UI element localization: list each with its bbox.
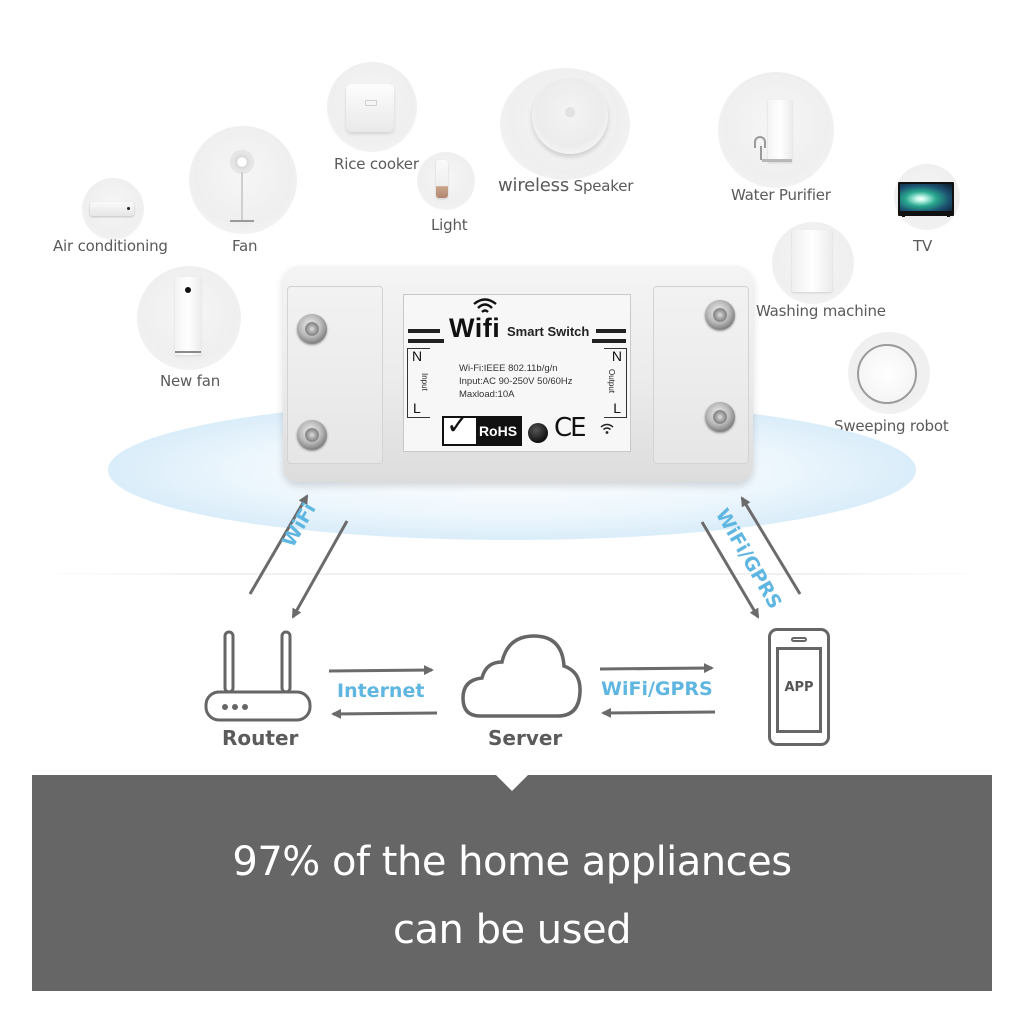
link-label-router-server: Internet	[337, 680, 425, 702]
screw-bottom-right	[705, 402, 735, 432]
tv-icon	[898, 182, 954, 217]
rice-cooker-icon	[346, 84, 394, 132]
rohs-badge: ✓ RoHS	[442, 408, 522, 446]
wifi-logo-icon	[473, 298, 497, 313]
input-terminal-box	[407, 348, 430, 418]
appliance-label-water-purifier: Water Purifier	[731, 186, 831, 204]
smartphone-icon: APP	[768, 628, 830, 746]
spec-input: Input:AC 90-250V 50/60Hz	[459, 376, 573, 387]
output-terminal-l: L	[613, 400, 621, 416]
cloud-server-icon	[461, 634, 582, 718]
phone-screen: APP	[776, 647, 822, 733]
appliance-label-tv: TV	[913, 237, 933, 255]
appliance-label-rice-cooker: Rice cooker	[334, 155, 419, 173]
output-terminal-box	[604, 348, 627, 418]
banner-pointer-notch	[496, 775, 528, 791]
appliance-label-wireless-speaker: wireless Speaker	[498, 175, 633, 196]
device-model: Smart Switch	[507, 324, 590, 339]
wifi-status-icon	[600, 423, 614, 434]
connection-arrows	[248, 494, 802, 719]
new-fan-icon	[175, 277, 201, 355]
floor-divider	[30, 573, 994, 575]
speaker-label-suffix: Speaker	[573, 177, 634, 195]
phone-speaker-slot	[791, 637, 807, 642]
device-brand: Wifi	[449, 313, 501, 343]
appliance-label-air-conditioning: Air conditioning	[53, 237, 168, 255]
speaker-icon	[532, 78, 608, 154]
node-label-server: Server	[488, 726, 563, 750]
banner-line-1: 97% of the home appliances	[232, 839, 792, 885]
appliance-label-sweeping-robot: Sweeping robot	[834, 417, 949, 435]
fan-bubble	[189, 126, 297, 234]
device-reset-button[interactable]	[528, 423, 548, 443]
summary-banner: 97% of the home appliances can be used	[32, 775, 992, 991]
router-icon	[204, 630, 312, 722]
appliance-label-fan: Fan	[232, 237, 258, 255]
speaker-label-prefix: wireless	[498, 175, 570, 196]
smart-switch-device: Wifi Smart Switch N Input L N Output L W…	[283, 266, 753, 482]
light-icon	[436, 160, 448, 198]
fan-icon	[230, 150, 254, 224]
banner-line-2: can be used	[393, 907, 631, 953]
device-label-panel: Wifi Smart Switch N Input L N Output L W…	[403, 294, 631, 452]
screw-bottom-left	[297, 420, 327, 450]
screw-top-right	[705, 300, 735, 330]
washing-machine-icon	[792, 230, 832, 292]
sweeping-robot-icon	[857, 344, 917, 404]
link-label-server-app: WiFi/GPRS	[601, 678, 713, 700]
input-terminal-l: L	[413, 400, 421, 416]
input-terminal-n: N	[412, 348, 423, 364]
app-label: APP	[784, 680, 814, 695]
water-purifier-icon	[752, 100, 792, 162]
ce-mark: CE	[554, 413, 587, 443]
spec-maxload: Maxload:10A	[459, 389, 515, 400]
rohs-text: RoHS	[476, 418, 520, 444]
checkmark-icon: ✓	[446, 408, 470, 441]
appliance-label-new-fan: New fan	[160, 372, 221, 390]
appliance-label-light: Light	[431, 216, 468, 234]
node-label-router: Router	[222, 726, 299, 750]
spec-wifi: Wi-Fi:IEEE 802.11b/g/n	[459, 363, 558, 374]
screw-top-left	[297, 314, 327, 344]
air-conditioner-icon	[90, 202, 134, 216]
appliance-label-washing-machine: Washing machine	[756, 302, 886, 320]
output-terminal-n: N	[611, 348, 622, 364]
